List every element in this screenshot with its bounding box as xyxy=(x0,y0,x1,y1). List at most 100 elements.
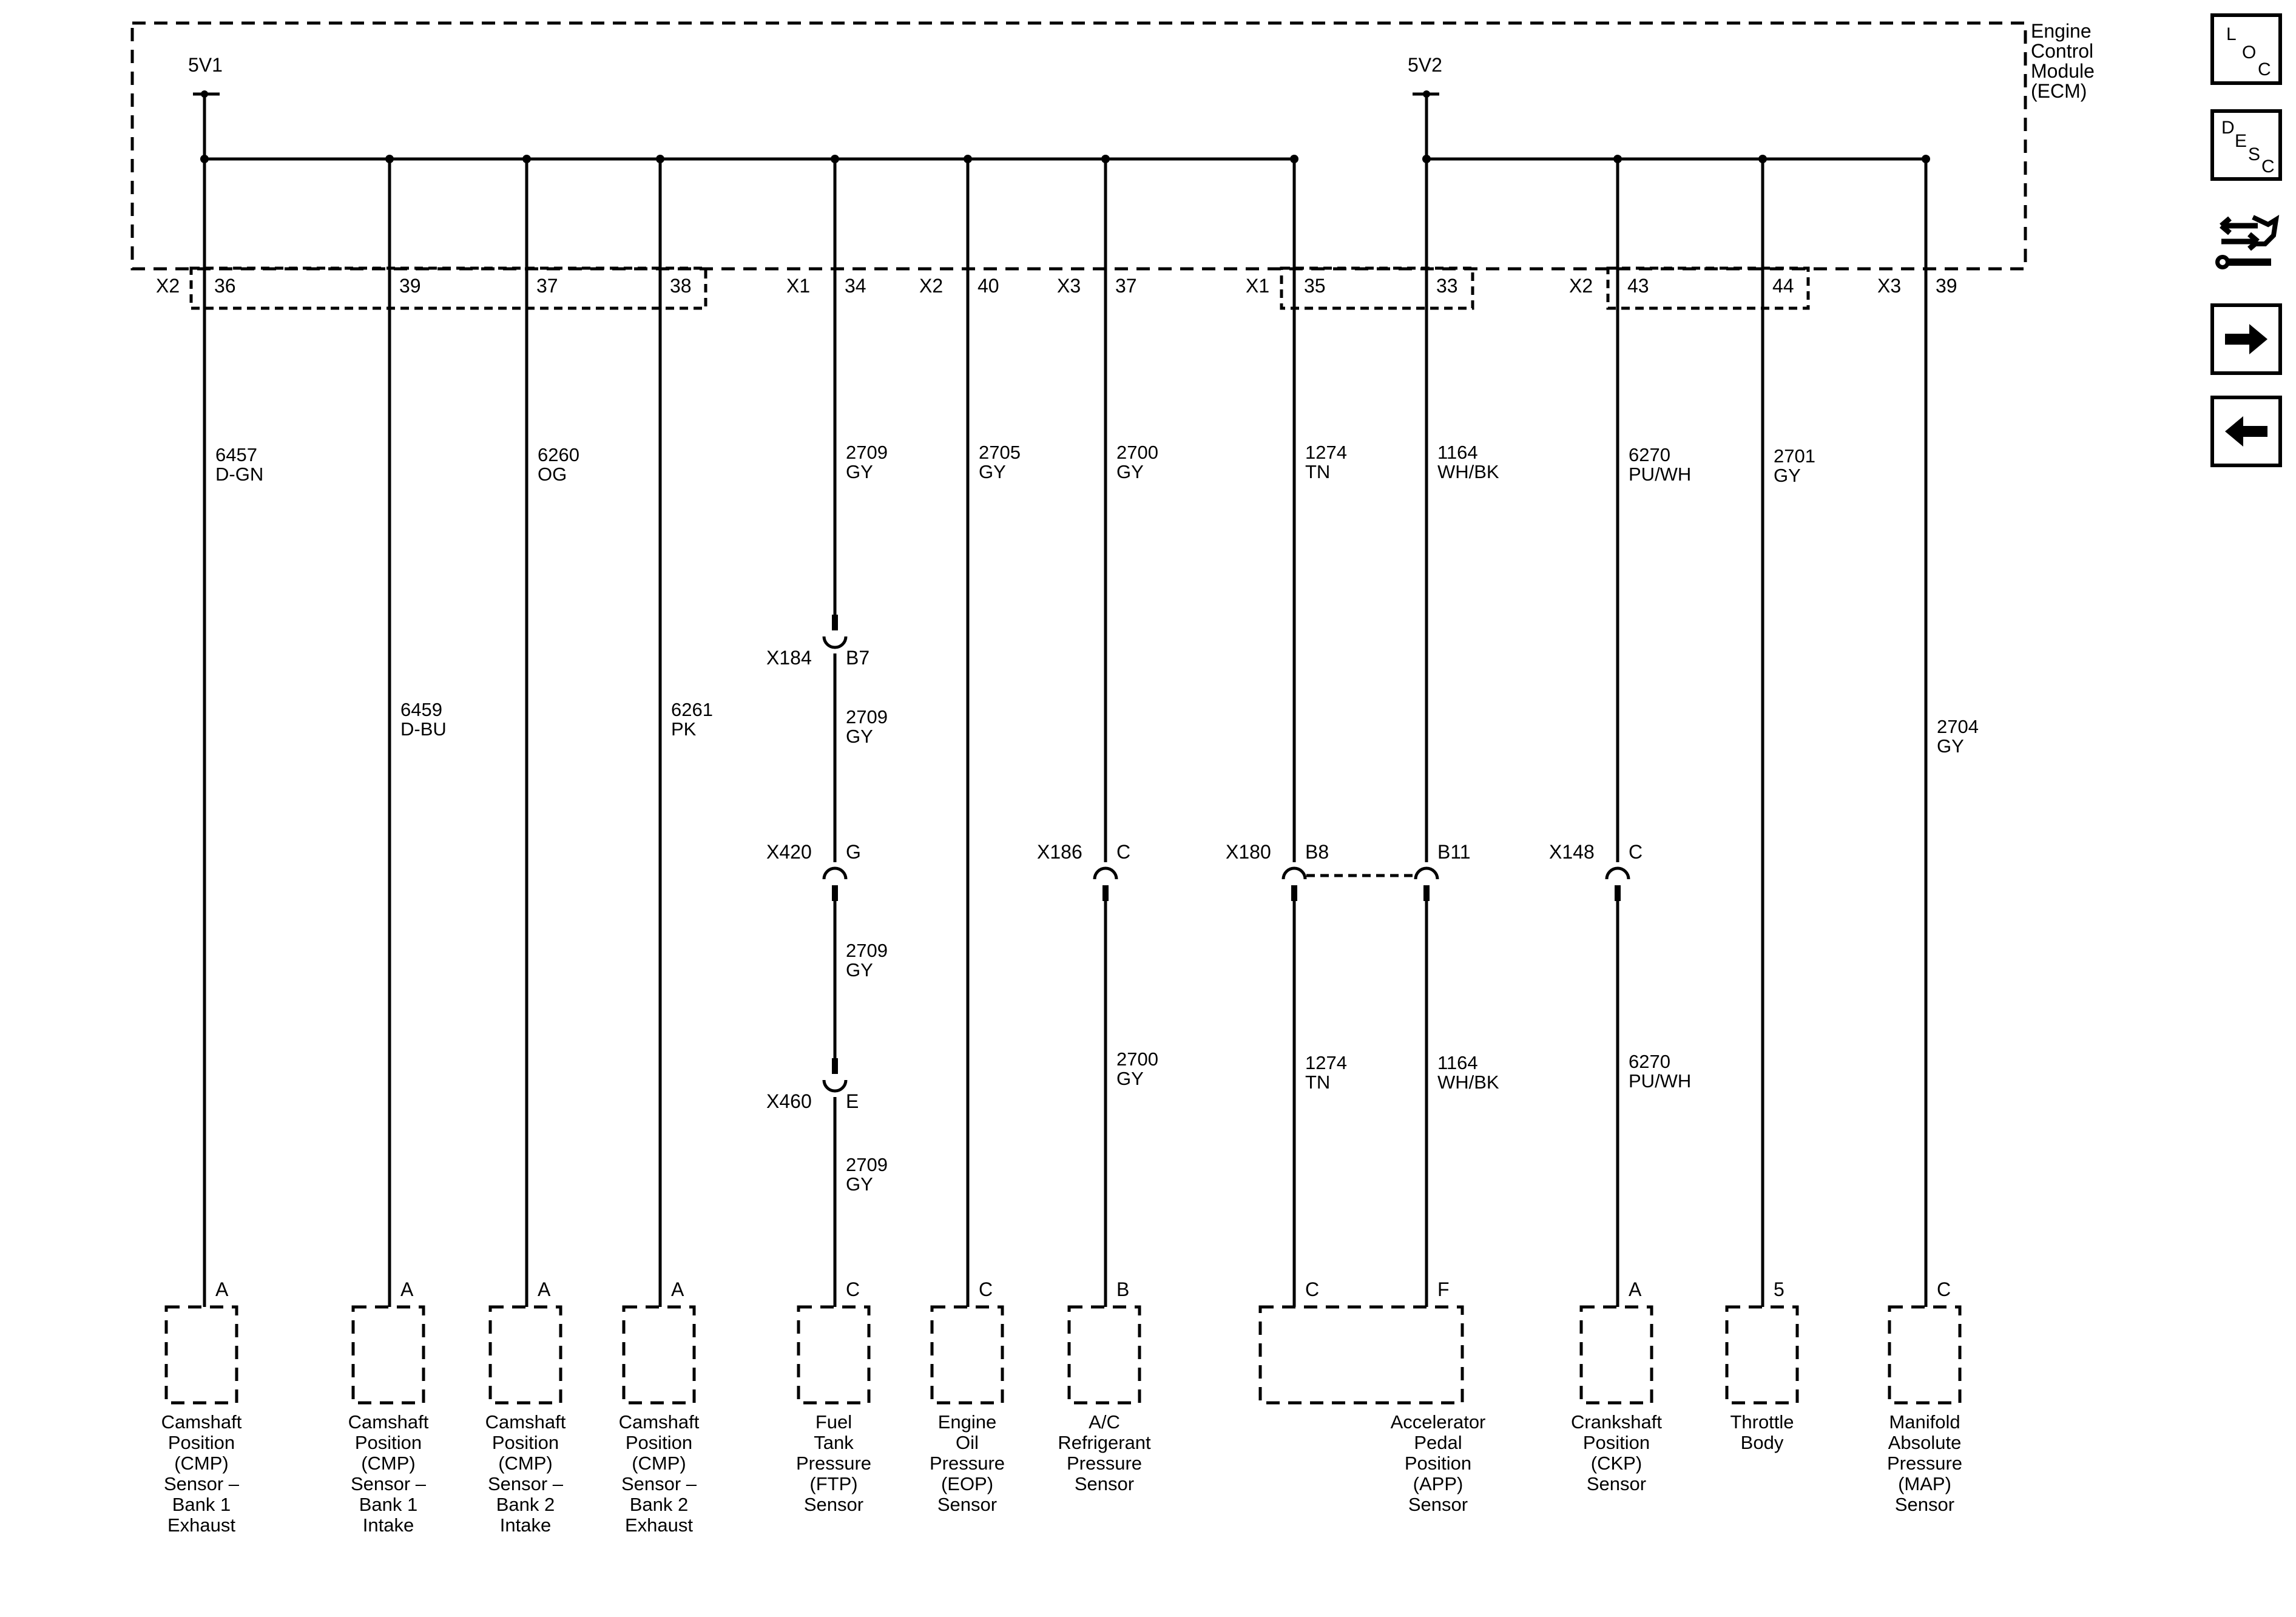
sensor-name-line: Exhaust xyxy=(167,1514,235,1536)
sensor-name-line: Body xyxy=(1741,1432,1784,1453)
ecm-label-line3: Module xyxy=(2031,60,2095,82)
sensor-pin-label: A xyxy=(1629,1278,1642,1300)
wire-color: TN xyxy=(1305,461,1330,482)
wire-color: D-GN xyxy=(215,464,263,485)
circuit-number: 2705 xyxy=(979,442,1021,463)
sensor-name-line: Engine xyxy=(938,1411,997,1433)
circuit-number: 6260 xyxy=(538,444,579,465)
ecm-pin-label: 36 xyxy=(214,275,236,297)
sensor-name-line: Position xyxy=(626,1432,692,1453)
desc-letter-e: E xyxy=(2235,131,2247,151)
sensor-name-line: Sensor xyxy=(937,1494,997,1515)
app-sensor: Accelerator Pedal Position (APP) Sensor xyxy=(1258,1305,1485,1515)
connector-tool-button[interactable] xyxy=(2210,206,2282,278)
desc-letter-d: D xyxy=(2221,118,2235,138)
connector-group-x2-right xyxy=(1606,266,1810,310)
app-sensor-line2: Pedal xyxy=(1414,1432,1462,1453)
sensor-name-line: Fuel xyxy=(815,1411,852,1433)
sensor-name-line: Sensor – xyxy=(351,1473,427,1494)
inline-connector-label: X180 xyxy=(1226,841,1271,863)
circuit-number: 2709 xyxy=(846,940,888,961)
inline-pin-label: B7 xyxy=(846,647,869,669)
ecm-connector-label: X2 xyxy=(156,275,180,297)
ecm-connector-label: X1 xyxy=(786,275,810,297)
sensor-name-line: Sensor – xyxy=(621,1473,697,1494)
location-button[interactable]: L O C xyxy=(2210,13,2282,85)
sensor-name-line: Camshaft xyxy=(348,1411,429,1433)
ecm-connector-label: X3 xyxy=(1877,275,1901,297)
sensor-pin-label: A xyxy=(215,1278,229,1300)
circuit-number: 6457 xyxy=(215,444,257,465)
app-sensor-line4: (APP) xyxy=(1413,1473,1464,1494)
next-page-button[interactable] xyxy=(2210,303,2282,375)
sensor-name-line: Intake xyxy=(500,1514,551,1536)
ecm-connector-label: X3 xyxy=(1057,275,1081,297)
sensor-name-line: (CMP) xyxy=(632,1453,686,1474)
wire-color: OG xyxy=(538,464,567,485)
ecm-pin-label: 40 xyxy=(977,275,999,297)
sensor-name-line: Pressure xyxy=(930,1453,1005,1474)
sensor-name-line: (MAP) xyxy=(1898,1473,1951,1494)
connector-tool-icon xyxy=(2215,215,2280,269)
sensor-pin-label: A xyxy=(671,1278,684,1300)
sensor-name-line: Manifold xyxy=(1889,1411,1960,1433)
ecm-label-line4: (ECM) xyxy=(2031,80,2087,102)
ecm-pin-label: 35 xyxy=(1304,275,1326,297)
sensor-name-line: Position xyxy=(1583,1432,1650,1453)
desc-letter-s: S xyxy=(2248,144,2261,164)
inline-pin-label: C xyxy=(1629,841,1643,863)
ecm-pin-label: 37 xyxy=(1115,275,1137,297)
sensor-name-line: (CMP) xyxy=(174,1453,229,1474)
sensor-name-line: Throttle xyxy=(1730,1411,1794,1433)
wire-color: GY xyxy=(846,726,873,747)
sensor-pin-label: C xyxy=(1937,1278,1951,1300)
circuit-number: 1274 xyxy=(1305,442,1347,463)
sensor-name-line: Tank xyxy=(814,1432,854,1453)
sensor-name-line: Camshaft xyxy=(161,1411,242,1433)
connector-group-x1-app xyxy=(1280,266,1474,310)
sensor-name-line: Sensor xyxy=(1587,1473,1646,1494)
circuit-number: 6261 xyxy=(671,699,713,720)
sensor-name-line: Sensor xyxy=(1075,1473,1134,1494)
sensor-name-line: Exhaust xyxy=(625,1514,693,1536)
circuit-number: 2709 xyxy=(846,1154,888,1175)
ecm-pin-label: 39 xyxy=(399,275,421,297)
sensor-name-line: Bank 2 xyxy=(630,1494,689,1515)
wire-color: WH/BK xyxy=(1437,1072,1499,1093)
wire-color: GY xyxy=(1116,1068,1144,1089)
previous-page-button[interactable] xyxy=(2210,396,2282,467)
inline-connector-label: X184 xyxy=(766,647,812,669)
ecm-connector-label: X2 xyxy=(1569,275,1593,297)
inline-connector-label: X186 xyxy=(1037,841,1082,863)
ecm-label-line1: Engine xyxy=(2031,20,2092,42)
ecm-connector-label: X1 xyxy=(1246,275,1269,297)
wire-color: GY xyxy=(1774,465,1801,486)
sensor-name-line: Sensor – xyxy=(164,1473,240,1494)
app-sensor-line3: Position xyxy=(1405,1453,1471,1474)
desc-letter-c: C xyxy=(2261,157,2275,177)
ecm-module: Engine Control Module (ECM) xyxy=(130,20,2095,271)
inline-pin-label: G xyxy=(846,841,861,863)
wire-color: TN xyxy=(1305,1072,1330,1093)
sensor-name-line: Crankshaft xyxy=(1571,1411,1662,1433)
description-button[interactable]: D E S C xyxy=(2210,109,2282,181)
supply-5v1: 5V1 xyxy=(188,54,223,159)
ecm-connector-label: X2 xyxy=(919,275,943,297)
sensor-name-line: (CMP) xyxy=(498,1453,553,1474)
sensor-name-line: Position xyxy=(168,1432,235,1453)
inline-connector-label: X148 xyxy=(1549,841,1595,863)
